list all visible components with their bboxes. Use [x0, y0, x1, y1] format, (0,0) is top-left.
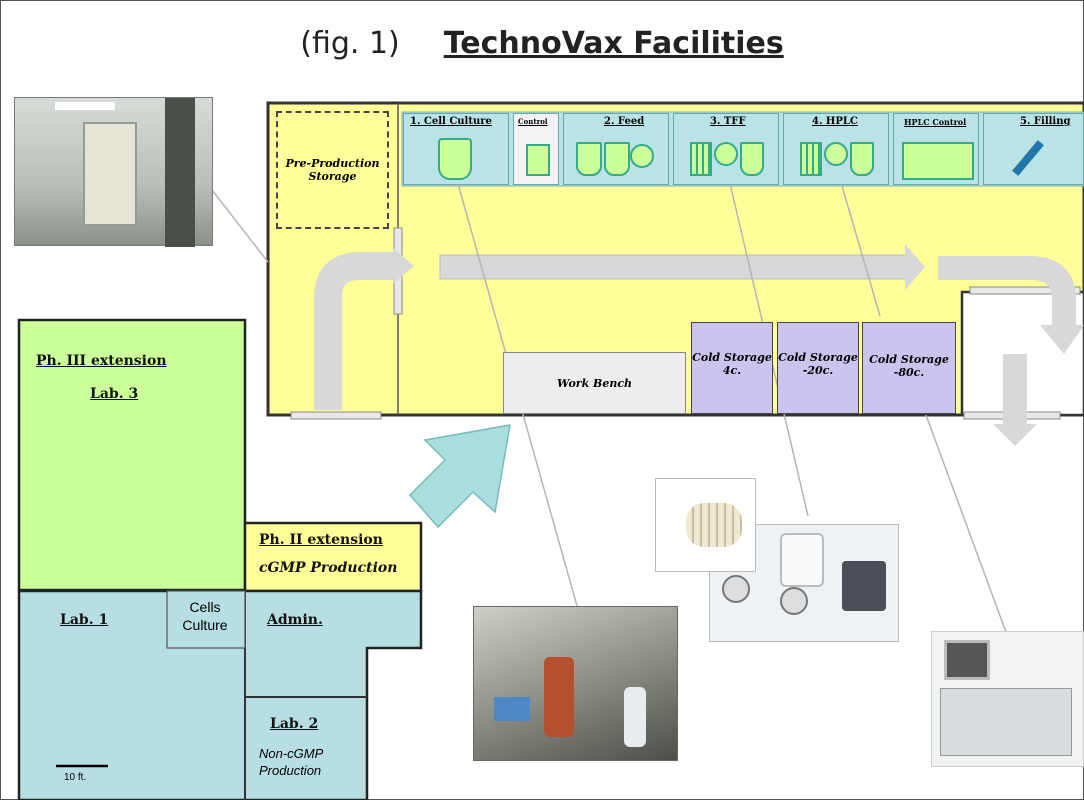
station-label: 2. Feed	[604, 116, 645, 127]
cold-storage-title: Cold Storage	[869, 353, 949, 366]
cold-storage-minus80: Cold Storage -80c.	[862, 322, 956, 414]
storage-label: Pre-Production Storage	[285, 157, 380, 183]
cells-culture-label: Cells Culture	[182, 599, 228, 633]
scale-label: 10 ft.	[64, 772, 87, 783]
lab3-title: Ph. III extension	[36, 353, 167, 369]
lower-block	[17, 589, 423, 800]
station-label: Control	[518, 117, 548, 126]
hplc-photo	[931, 631, 1084, 767]
cells-culture-room	[166, 590, 246, 649]
hplc-unit	[940, 688, 1072, 756]
station-tff: 3. TFF	[673, 113, 779, 185]
station-label: 3. TFF	[710, 116, 746, 127]
laptop-shape	[494, 697, 530, 721]
feed-tank-icon	[576, 142, 602, 176]
ph2-room	[243, 521, 423, 593]
station-hplc: 4. HPLC	[783, 113, 889, 185]
lab1-label: Lab. 1	[60, 612, 109, 628]
pump-icon	[714, 142, 738, 166]
bioreactor-icon	[438, 138, 472, 180]
vessel-shape	[544, 657, 574, 737]
filter-icon	[690, 142, 712, 176]
pump-icon	[824, 142, 848, 166]
pre-production-storage: Pre-Production Storage	[276, 111, 389, 229]
cold-storage-title: Cold Storage	[692, 351, 772, 364]
station-filling: 5. Filling	[983, 113, 1084, 185]
reservoir-shape	[780, 533, 824, 587]
gauge-shape	[722, 575, 750, 603]
station-cell-culture: 1. Cell Culture	[403, 113, 509, 185]
cold-storage-minus20: Cold Storage -20c.	[777, 322, 859, 414]
pump-shape	[842, 561, 886, 611]
monitor-icon	[902, 142, 974, 180]
pump-icon	[630, 144, 654, 168]
ph2-subtitle: cGMP Production	[259, 560, 398, 576]
lab2-label: Lab. 2	[270, 716, 319, 732]
door-shape	[83, 122, 137, 226]
station-feed: 2. Feed	[563, 113, 669, 185]
coil-shape	[686, 503, 742, 547]
figure-label: (fig. 1)	[300, 26, 400, 61]
station-control: Control	[513, 113, 559, 185]
feed-tank-icon	[604, 142, 630, 176]
cold-storage-4c: Cold Storage 4c.	[691, 322, 773, 414]
station-label: 1. Cell Culture	[410, 116, 492, 127]
hplc-monitor	[944, 640, 990, 680]
work-bench-label: Work Bench	[556, 376, 633, 390]
facility-title: TechnoVax Facilities	[443, 26, 784, 61]
tank-icon	[850, 142, 874, 176]
admin-label: Admin.	[267, 612, 323, 628]
bottle-shape	[624, 687, 646, 747]
work-bench: Work Bench	[503, 352, 686, 414]
tank-icon	[740, 142, 764, 176]
cold-storage-temp: -20c.	[802, 364, 834, 377]
station-label: 4. HPLC	[812, 116, 858, 127]
station-hplc-control: HPLC Control	[893, 113, 979, 185]
column-icon	[800, 142, 822, 176]
cleanroom-photo	[14, 97, 213, 247]
dark-doorway	[165, 98, 195, 247]
station-label: 5. Filling	[1020, 116, 1071, 127]
bioreactor-photo	[473, 606, 678, 761]
coil-photo	[655, 478, 756, 572]
filling-needle-icon	[1012, 140, 1044, 176]
control-panel-icon	[526, 144, 550, 176]
cold-storage-temp: -80c.	[893, 366, 925, 379]
figure-title: (fig. 1) TechnoVax Facilities	[0, 26, 1084, 61]
cold-storage-temp: 4c.	[722, 364, 742, 377]
gauge-shape	[780, 587, 808, 615]
ph2-title: Ph. II extension	[259, 532, 383, 548]
lab3-name: Lab. 3	[90, 386, 139, 402]
ceiling-light	[55, 102, 115, 110]
station-label: HPLC Control	[904, 117, 967, 127]
lab2-subtitle: Non-cGMP Production	[259, 746, 323, 778]
cold-storage-title: Cold Storage	[778, 351, 858, 364]
